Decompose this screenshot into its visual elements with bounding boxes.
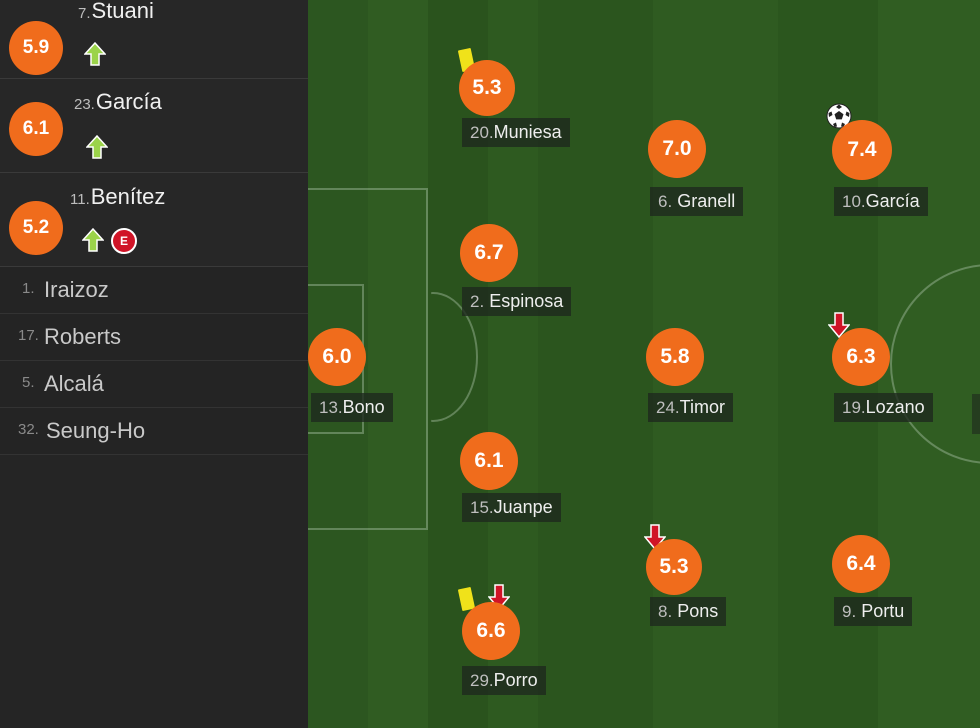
pitch-stripe: [538, 0, 653, 728]
substitute-name: 7.Stuani: [78, 0, 154, 24]
player-rating-badge: 6.6: [462, 602, 520, 660]
player-label: 9. Portu: [834, 597, 913, 626]
substitution-in-arrow-icon: [82, 228, 104, 252]
player-number: 7.: [78, 5, 91, 22]
player-name: Espinosa: [489, 291, 564, 311]
player-name: Iraizoz: [44, 277, 109, 302]
player-label: 24.Timor: [648, 393, 733, 422]
player-number: 9.: [842, 602, 857, 621]
substitution-in-arrow-icon: [86, 135, 108, 159]
player-name: Timor: [679, 397, 725, 417]
substitute-name: 23.García: [74, 89, 162, 115]
bench-row-roberts[interactable]: 17. Roberts: [0, 314, 308, 361]
player-label: 2. Espinosa: [462, 287, 572, 316]
player-rating-badge: 5.3: [646, 539, 702, 595]
player-name: Roberts: [44, 324, 122, 349]
player-label: 29.Porro: [462, 666, 546, 695]
player-name: Muniesa: [493, 122, 562, 142]
substitutes-sidebar: 5.9 7.Stuani 6.1 23.García 5.2 11.Beníte…: [0, 0, 308, 728]
player-number: 10.: [842, 192, 866, 211]
player-number: 32.: [18, 421, 39, 438]
substitution-out-arrow-icon: [828, 312, 850, 338]
player-number: 23.: [74, 96, 95, 113]
player-number: 6.: [658, 192, 673, 211]
player-name: Stuani: [91, 0, 154, 23]
player-number: 8.: [658, 602, 673, 621]
player-label: 13.Bono: [311, 393, 393, 422]
player-number: 24.: [656, 398, 680, 417]
player-rating-badge: 5.8: [646, 328, 704, 386]
player-label: 10.García: [834, 187, 928, 216]
player-rating-badge: 6.1: [9, 102, 63, 156]
player-rating-badge: 6.4: [832, 535, 890, 593]
player-name: Seung-Ho: [46, 418, 146, 443]
player-name: Bono: [342, 397, 385, 417]
player-name: Juanpe: [493, 497, 553, 517]
player-name: Porro: [493, 670, 538, 690]
player-number: 13.: [319, 398, 343, 417]
substitute-row-benitez[interactable]: 5.2 11.Benítez E: [0, 173, 308, 267]
player-number: 29.: [470, 671, 494, 690]
partial-label-edge: [972, 394, 980, 434]
player-name: García: [95, 89, 162, 114]
player-rating-badge: 7.4: [832, 120, 892, 180]
player-label: 20.Muniesa: [462, 118, 570, 147]
substitute-row-garcia[interactable]: 6.1 23.García: [0, 79, 308, 173]
player-number: 20.: [470, 123, 494, 142]
penalty-area-line: [308, 188, 428, 530]
player-rating-badge: 6.1: [460, 432, 518, 490]
substitute-row-stuani[interactable]: 5.9 7.Stuani: [0, 0, 308, 79]
player-name: Pons: [677, 601, 719, 621]
player-name: García: [865, 191, 920, 211]
substitute-name: 11.Benítez: [70, 184, 165, 210]
player-label: 15.Juanpe: [462, 493, 561, 522]
player-rating-badge: 6.3: [832, 328, 890, 386]
bench-row-seung-ho[interactable]: 32. Seung-Ho: [0, 408, 308, 455]
bench-row-alcala[interactable]: 5. Alcalá: [0, 361, 308, 408]
player-number: 1.: [22, 280, 35, 297]
player-label: 8. Pons: [650, 597, 727, 626]
player-name: Benítez: [90, 184, 166, 209]
player-rating-badge: 5.2: [9, 201, 63, 255]
pitch-stripe: [368, 0, 428, 728]
goal-ball-icon: [826, 103, 852, 129]
player-rating-badge: 7.0: [648, 120, 706, 178]
player-number: 2.: [470, 292, 485, 311]
bench-row-iraizoz[interactable]: 1. Iraizoz: [0, 267, 308, 314]
player-rating-badge: 6.7: [460, 224, 518, 282]
player-number: 11.: [70, 191, 90, 208]
player-rating-badge: 6.0: [308, 328, 366, 386]
player-name: Lozano: [865, 397, 925, 417]
player-rating-badge: 5.3: [459, 60, 515, 116]
event-badge-icon: E: [111, 228, 137, 254]
player-number: 19.: [842, 398, 866, 417]
player-label: 6. Granell: [650, 187, 744, 216]
player-name: Alcalá: [44, 371, 104, 396]
player-rating-badge: 5.9: [9, 21, 63, 75]
player-label: 19.Lozano: [834, 393, 933, 422]
player-number: 17.: [18, 327, 39, 344]
player-number: 15.: [470, 498, 494, 517]
player-name: Granell: [677, 191, 736, 211]
player-number: 5.: [22, 374, 35, 391]
pitch: 6.0 13.Bono 5.3 20.Muniesa 6.7 2. Espino…: [308, 0, 980, 728]
substitution-in-arrow-icon: [84, 42, 106, 66]
player-name: Portu: [861, 601, 905, 621]
